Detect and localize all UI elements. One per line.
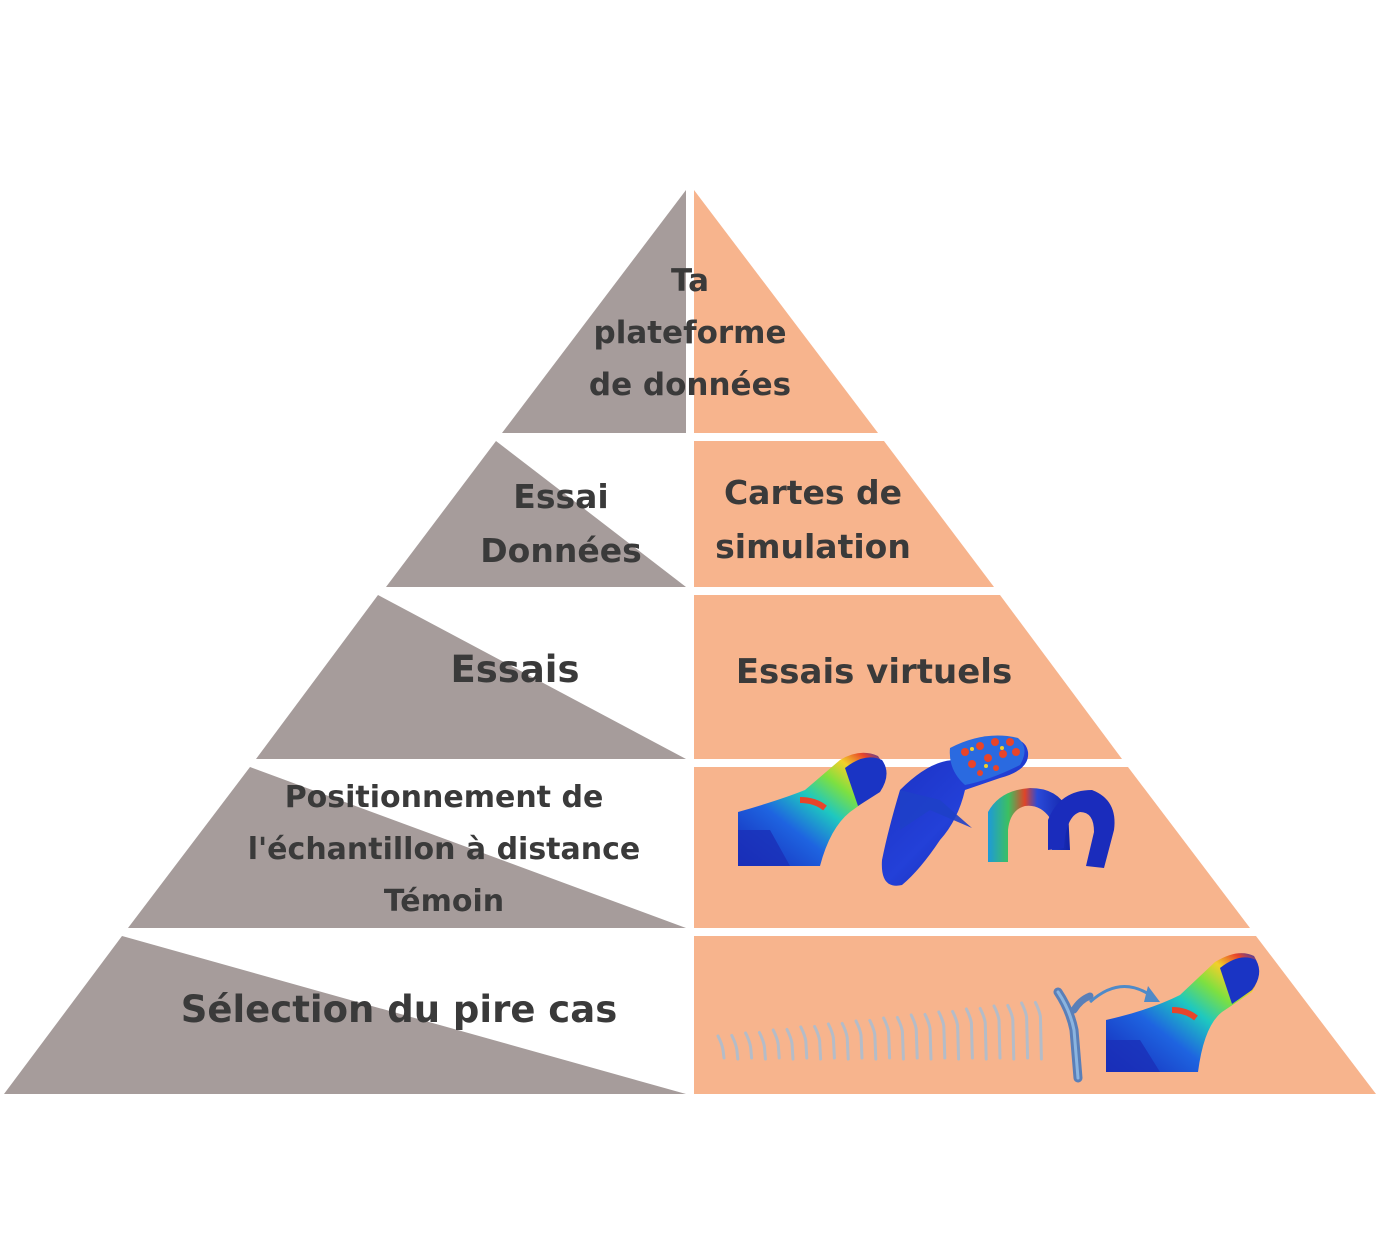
tier-4-left-label: Positionnement de l'échantillon à distan…	[224, 772, 664, 928]
implant-size-stem	[813, 1025, 823, 1061]
tier-5-left	[4, 936, 686, 1094]
implant-size-stem	[799, 1025, 809, 1060]
tier-3-left-line-1: Essais	[450, 648, 580, 691]
fea-part-1	[738, 752, 887, 866]
implant-size-stem	[757, 1031, 767, 1061]
tier-2-left-label: Essai Données	[441, 470, 681, 578]
implant-size-stem	[730, 1034, 740, 1061]
implant-size-stem	[923, 1013, 933, 1061]
implant-size-stem	[895, 1016, 905, 1061]
implant-size-row	[716, 1001, 1043, 1061]
tier-top-left	[502, 190, 686, 433]
tier-2-left-line-2: Données	[480, 531, 642, 570]
implant-size-stem	[882, 1016, 892, 1060]
tier-top-line-3: de données	[588, 367, 792, 403]
tier-2-left	[386, 441, 686, 587]
fea-part-4	[1106, 953, 1260, 1072]
tier-4-left-line-3: Témoin	[383, 884, 505, 919]
tier-2-right	[694, 441, 994, 587]
implant-stem	[1053, 987, 1094, 1083]
tier-2-right-label: Cartes de simulation	[693, 466, 933, 574]
tier-5-right	[694, 936, 1376, 1094]
implant-size-stem	[771, 1028, 781, 1060]
tier-3-right	[694, 595, 1122, 759]
implant-size-stem	[964, 1007, 974, 1060]
implant-size-stem	[992, 1004, 1002, 1060]
tier-2-left-line-1: Essai	[513, 477, 609, 516]
tier-top	[502, 190, 878, 433]
implant-size-stem	[909, 1013, 919, 1060]
implant-size-stem	[716, 1034, 726, 1060]
implant-size-stem	[744, 1031, 754, 1060]
tier-3-right-line-1: Essais virtuels	[735, 652, 1013, 692]
tier-3-right-label: Essais virtuels	[714, 647, 1034, 697]
fea-part-2	[881, 735, 1029, 886]
tier-4-left-line-2: l'échantillon à distance	[247, 832, 641, 867]
implant-size-stem	[785, 1028, 795, 1061]
fea-stress-parts-image	[738, 735, 1115, 886]
implant-size-stem	[951, 1010, 961, 1061]
tier-2	[386, 441, 994, 587]
tier-2-right-line-2: simulation	[715, 527, 911, 566]
tier-5-left-line-1: Sélection du pire cas	[180, 988, 618, 1031]
implant-size-stem	[840, 1022, 850, 1061]
tier-4-left	[128, 767, 686, 928]
implant-size-stem	[826, 1022, 836, 1060]
tier-3-left	[256, 595, 686, 759]
implant-size-stem	[1020, 1001, 1030, 1060]
fea-part-3	[988, 788, 1115, 868]
implant-size-stem	[854, 1019, 864, 1060]
tier-4-left-line-1: Positionnement de	[284, 780, 604, 815]
tier-top-line-2: plateforme	[593, 315, 787, 351]
tier-top-label: Ta plateforme de données	[560, 255, 820, 411]
implant-size-stem	[1033, 1001, 1043, 1061]
implant-size-range-image	[716, 953, 1260, 1083]
implant-size-stem	[868, 1019, 878, 1061]
tier-top-right	[694, 190, 878, 433]
implant-size-stem	[1006, 1004, 1016, 1061]
tier-5-left-label: Sélection du pire cas	[144, 985, 654, 1035]
tier-2-right-line-1: Cartes de	[723, 473, 903, 512]
implant-size-stem	[937, 1010, 947, 1060]
implant-size-stem	[978, 1007, 988, 1061]
curved-arrow-icon	[1088, 985, 1160, 1004]
tier-3	[256, 595, 1122, 759]
tier-top-line-1: Ta	[670, 263, 710, 299]
tier-3-left-label: Essais	[395, 645, 635, 695]
